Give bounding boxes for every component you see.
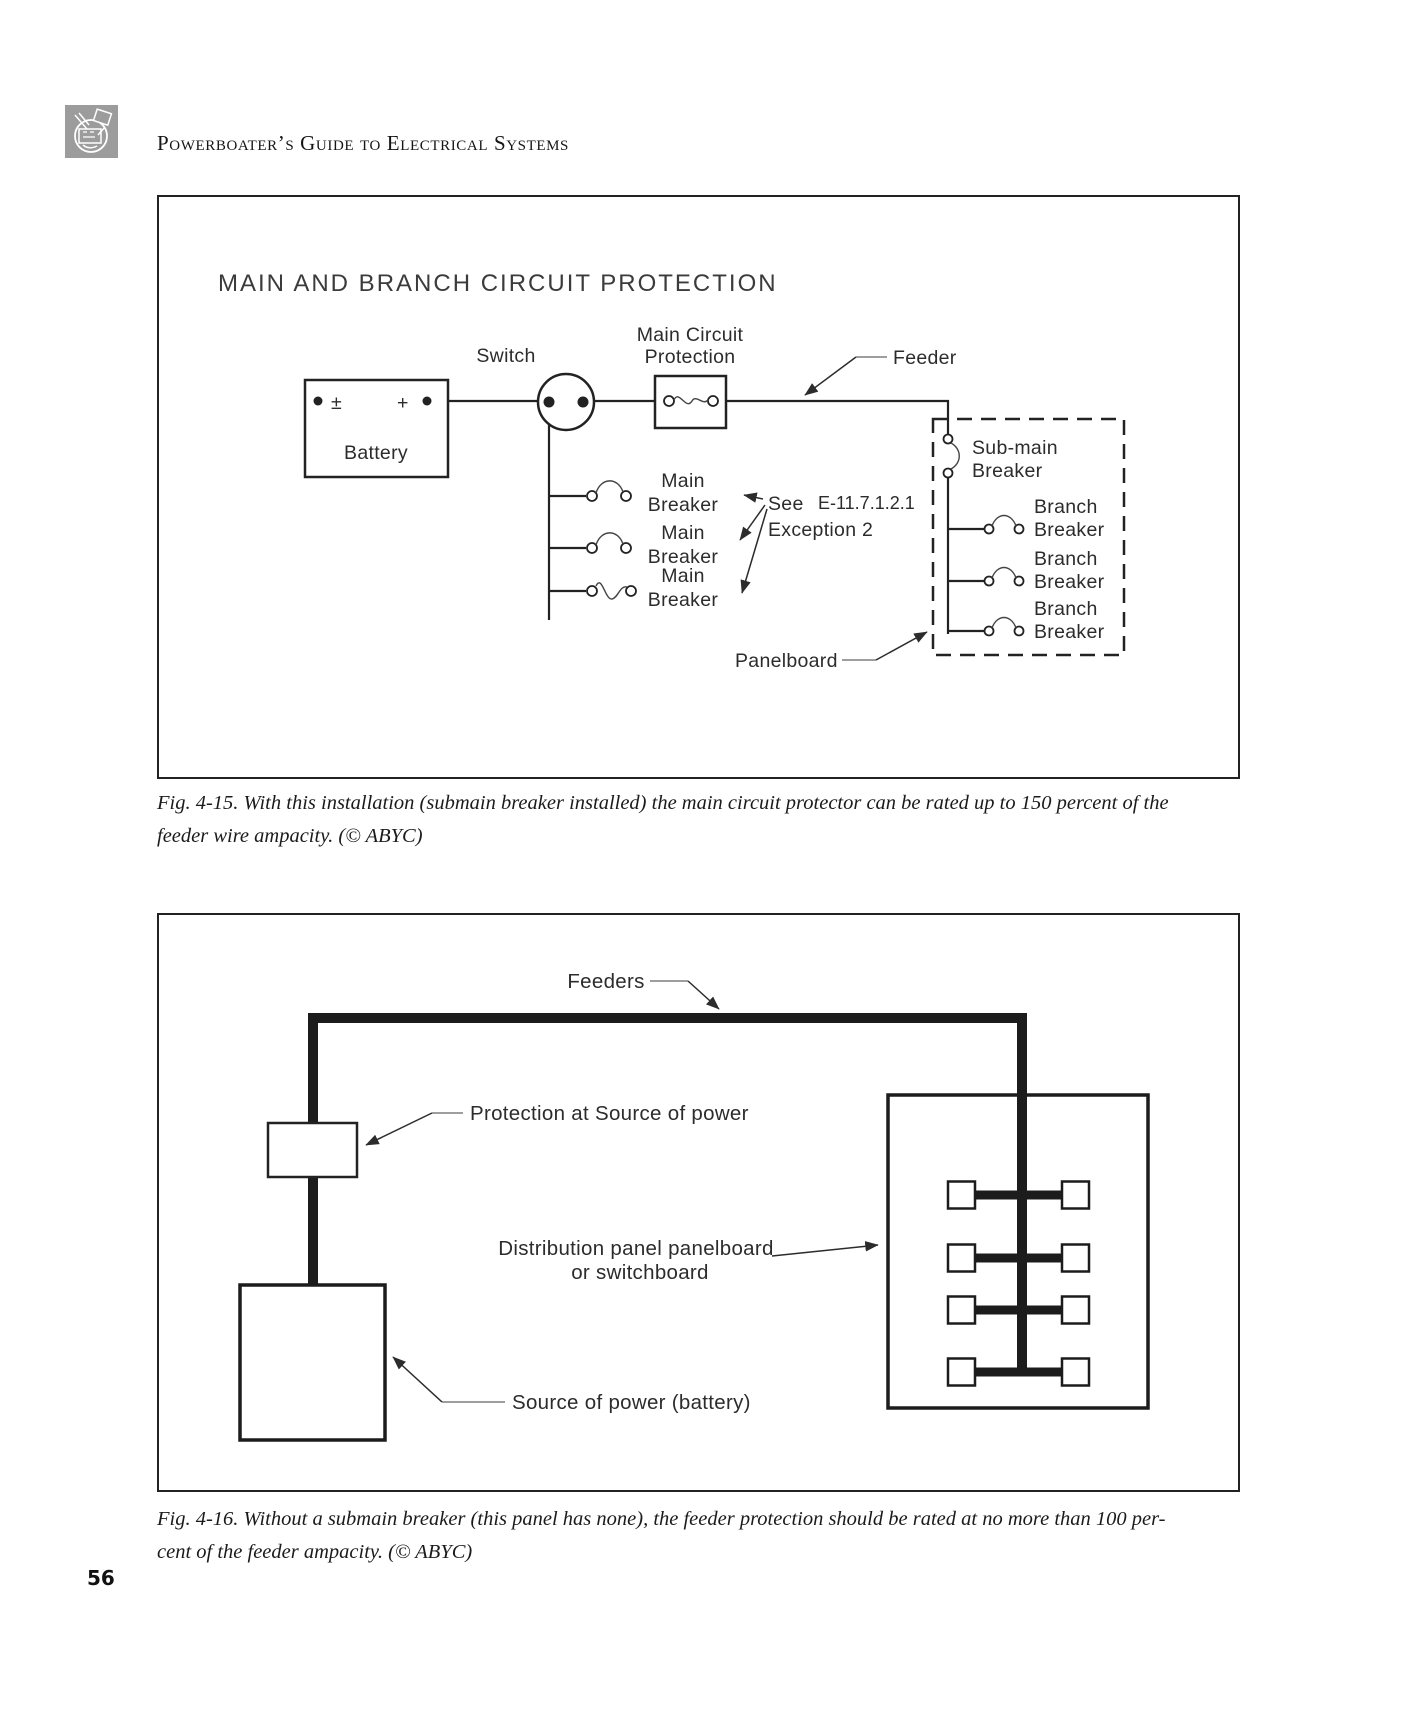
mcp-label-line2: Protection (645, 346, 736, 368)
publisher-logo-icon (65, 105, 118, 158)
panel-breaker-square (1060, 1295, 1091, 1325)
protection-leader-arrow (365, 1112, 433, 1146)
fuse-terminal-right (707, 395, 719, 407)
panel-breaker-square (946, 1357, 977, 1387)
battery-negative-sign: ± (331, 392, 342, 414)
feeder-thick-wire (308, 1013, 1027, 1372)
main-breaker-label-line1: Main (661, 470, 704, 492)
breaker-contact (1013, 523, 1025, 535)
battery-label: Battery (344, 442, 408, 464)
breaker-contact (983, 625, 995, 637)
source-label: Source of power (battery) (512, 1391, 751, 1414)
submain-contact-top (942, 433, 954, 445)
branch-label-line2: Breaker (1034, 621, 1105, 643)
figure-2-caption: Fig. 4-16. Without a submain breaker (th… (157, 1503, 1247, 1569)
distribution-panel-box (886, 1093, 1150, 1410)
breaker-contact (1013, 575, 1025, 587)
battery-switch-symbol (536, 372, 596, 432)
page-number: 56 (87, 1566, 115, 1590)
panel-breaker-square (946, 1180, 977, 1210)
figure-4-16-diagram: Feeders Protection at Source of power Di… (157, 913, 1240, 1492)
submain-label-line1: Sub-main (972, 437, 1058, 459)
breaker-arc (595, 532, 624, 546)
note-arrow-2 (739, 504, 766, 541)
fuse-terminal-left (663, 395, 675, 407)
submain-contact-bottom (942, 467, 954, 479)
branch-label-line1: Branch (1034, 496, 1098, 518)
breaker-contact (586, 542, 598, 554)
breaker-contact (586, 585, 598, 597)
breaker-contact (586, 490, 598, 502)
caption-line: feeder wire ampacity. (© ABYC) (157, 825, 423, 847)
caption-line: Fig. 4-16. Without a submain breaker (th… (157, 1508, 1166, 1530)
figure-4-15-diagram: MAIN AND BRANCH CIRCUIT PROTECTION ± + B… (157, 195, 1240, 779)
distribution-leader-arrow (771, 1241, 879, 1257)
note-arrow-1 (743, 492, 764, 503)
breaker-contact (983, 575, 995, 587)
panel-breaker-square (1060, 1243, 1091, 1273)
breaker-arc (991, 566, 1017, 579)
switch-label: Switch (476, 345, 535, 367)
source-leader-arrow (392, 1356, 443, 1403)
breaker-contact (620, 490, 632, 502)
main-breaker-label-line1: Main (661, 522, 704, 544)
figure-1-frame (157, 195, 1240, 779)
caption-line: cent of the feeder ampacity. (© ABYC) (157, 1541, 473, 1563)
logo-sketch (65, 105, 118, 158)
breaker-squiggle (595, 582, 628, 600)
note-exception: Exception 2 (768, 519, 873, 541)
main-breaker-label-line2: Breaker (648, 546, 719, 568)
panel-breaker-square (946, 1295, 977, 1325)
feeders-leader-arrow (687, 980, 720, 1010)
battery-positive-terminal-dot (422, 396, 432, 406)
panelboard-label: Panelboard (735, 650, 838, 672)
panel-breaker-square (946, 1243, 977, 1273)
source-battery-box (238, 1283, 387, 1442)
distribution-label-line2: or switchboard (571, 1261, 709, 1284)
fuse-element-squiggle (673, 396, 709, 405)
feeder-label: Feeder (893, 347, 957, 369)
feeders-label: Feeders (567, 970, 644, 993)
figure-1-caption: Fig. 4-15. With this installation (subma… (157, 787, 1247, 853)
submain-breaker-arc (950, 442, 960, 470)
breaker-arc (991, 514, 1017, 527)
breaker-arc (595, 480, 624, 494)
breaker-arc (991, 616, 1017, 629)
book-title: Powerboater’s Guide to Electrical System… (157, 131, 570, 155)
protection-label: Protection at Source of power (470, 1102, 749, 1125)
mcp-label-line1: Main Circuit (637, 324, 744, 346)
panelboard-leader-arrow (875, 631, 928, 661)
panel-breaker-square (1060, 1357, 1091, 1387)
caption-line: Fig. 4-15. With this installation (subma… (157, 792, 1169, 814)
breaker-contact (625, 585, 637, 597)
source-protection-box (266, 1121, 359, 1179)
distribution-label-line1: Distribution panel panelboard (498, 1237, 773, 1260)
breaker-contact (620, 542, 632, 554)
breaker-contact (1013, 625, 1025, 637)
diagram-title: MAIN AND BRANCH CIRCUIT PROTECTION (218, 270, 778, 297)
branch-label-line2: Breaker (1034, 519, 1105, 541)
main-breaker-label-line2: Breaker (648, 589, 719, 611)
battery-negative-terminal-dot (313, 396, 323, 406)
branch-label-line1: Branch (1034, 548, 1098, 570)
panel-breaker-square (1060, 1180, 1091, 1210)
breaker-contact (983, 523, 995, 535)
submain-label-line2: Breaker (972, 460, 1043, 482)
note-code: E-11.7.1.2.1 (818, 493, 915, 513)
branch-label-line2: Breaker (1034, 571, 1105, 593)
switch-contact-right-dot (577, 396, 589, 408)
main-breaker-label-line1: Main (661, 565, 704, 587)
battery-positive-sign: + (397, 392, 409, 414)
branch-label-line1: Branch (1034, 598, 1098, 620)
figure-2-frame (157, 913, 1240, 1492)
main-breaker-label-line2: Breaker (648, 494, 719, 516)
switch-contact-left-dot (543, 396, 555, 408)
battery-box (303, 378, 450, 479)
note-see-word: See (768, 493, 804, 515)
feeder-leader-arrow (804, 356, 857, 396)
note-arrow-3 (740, 508, 768, 594)
